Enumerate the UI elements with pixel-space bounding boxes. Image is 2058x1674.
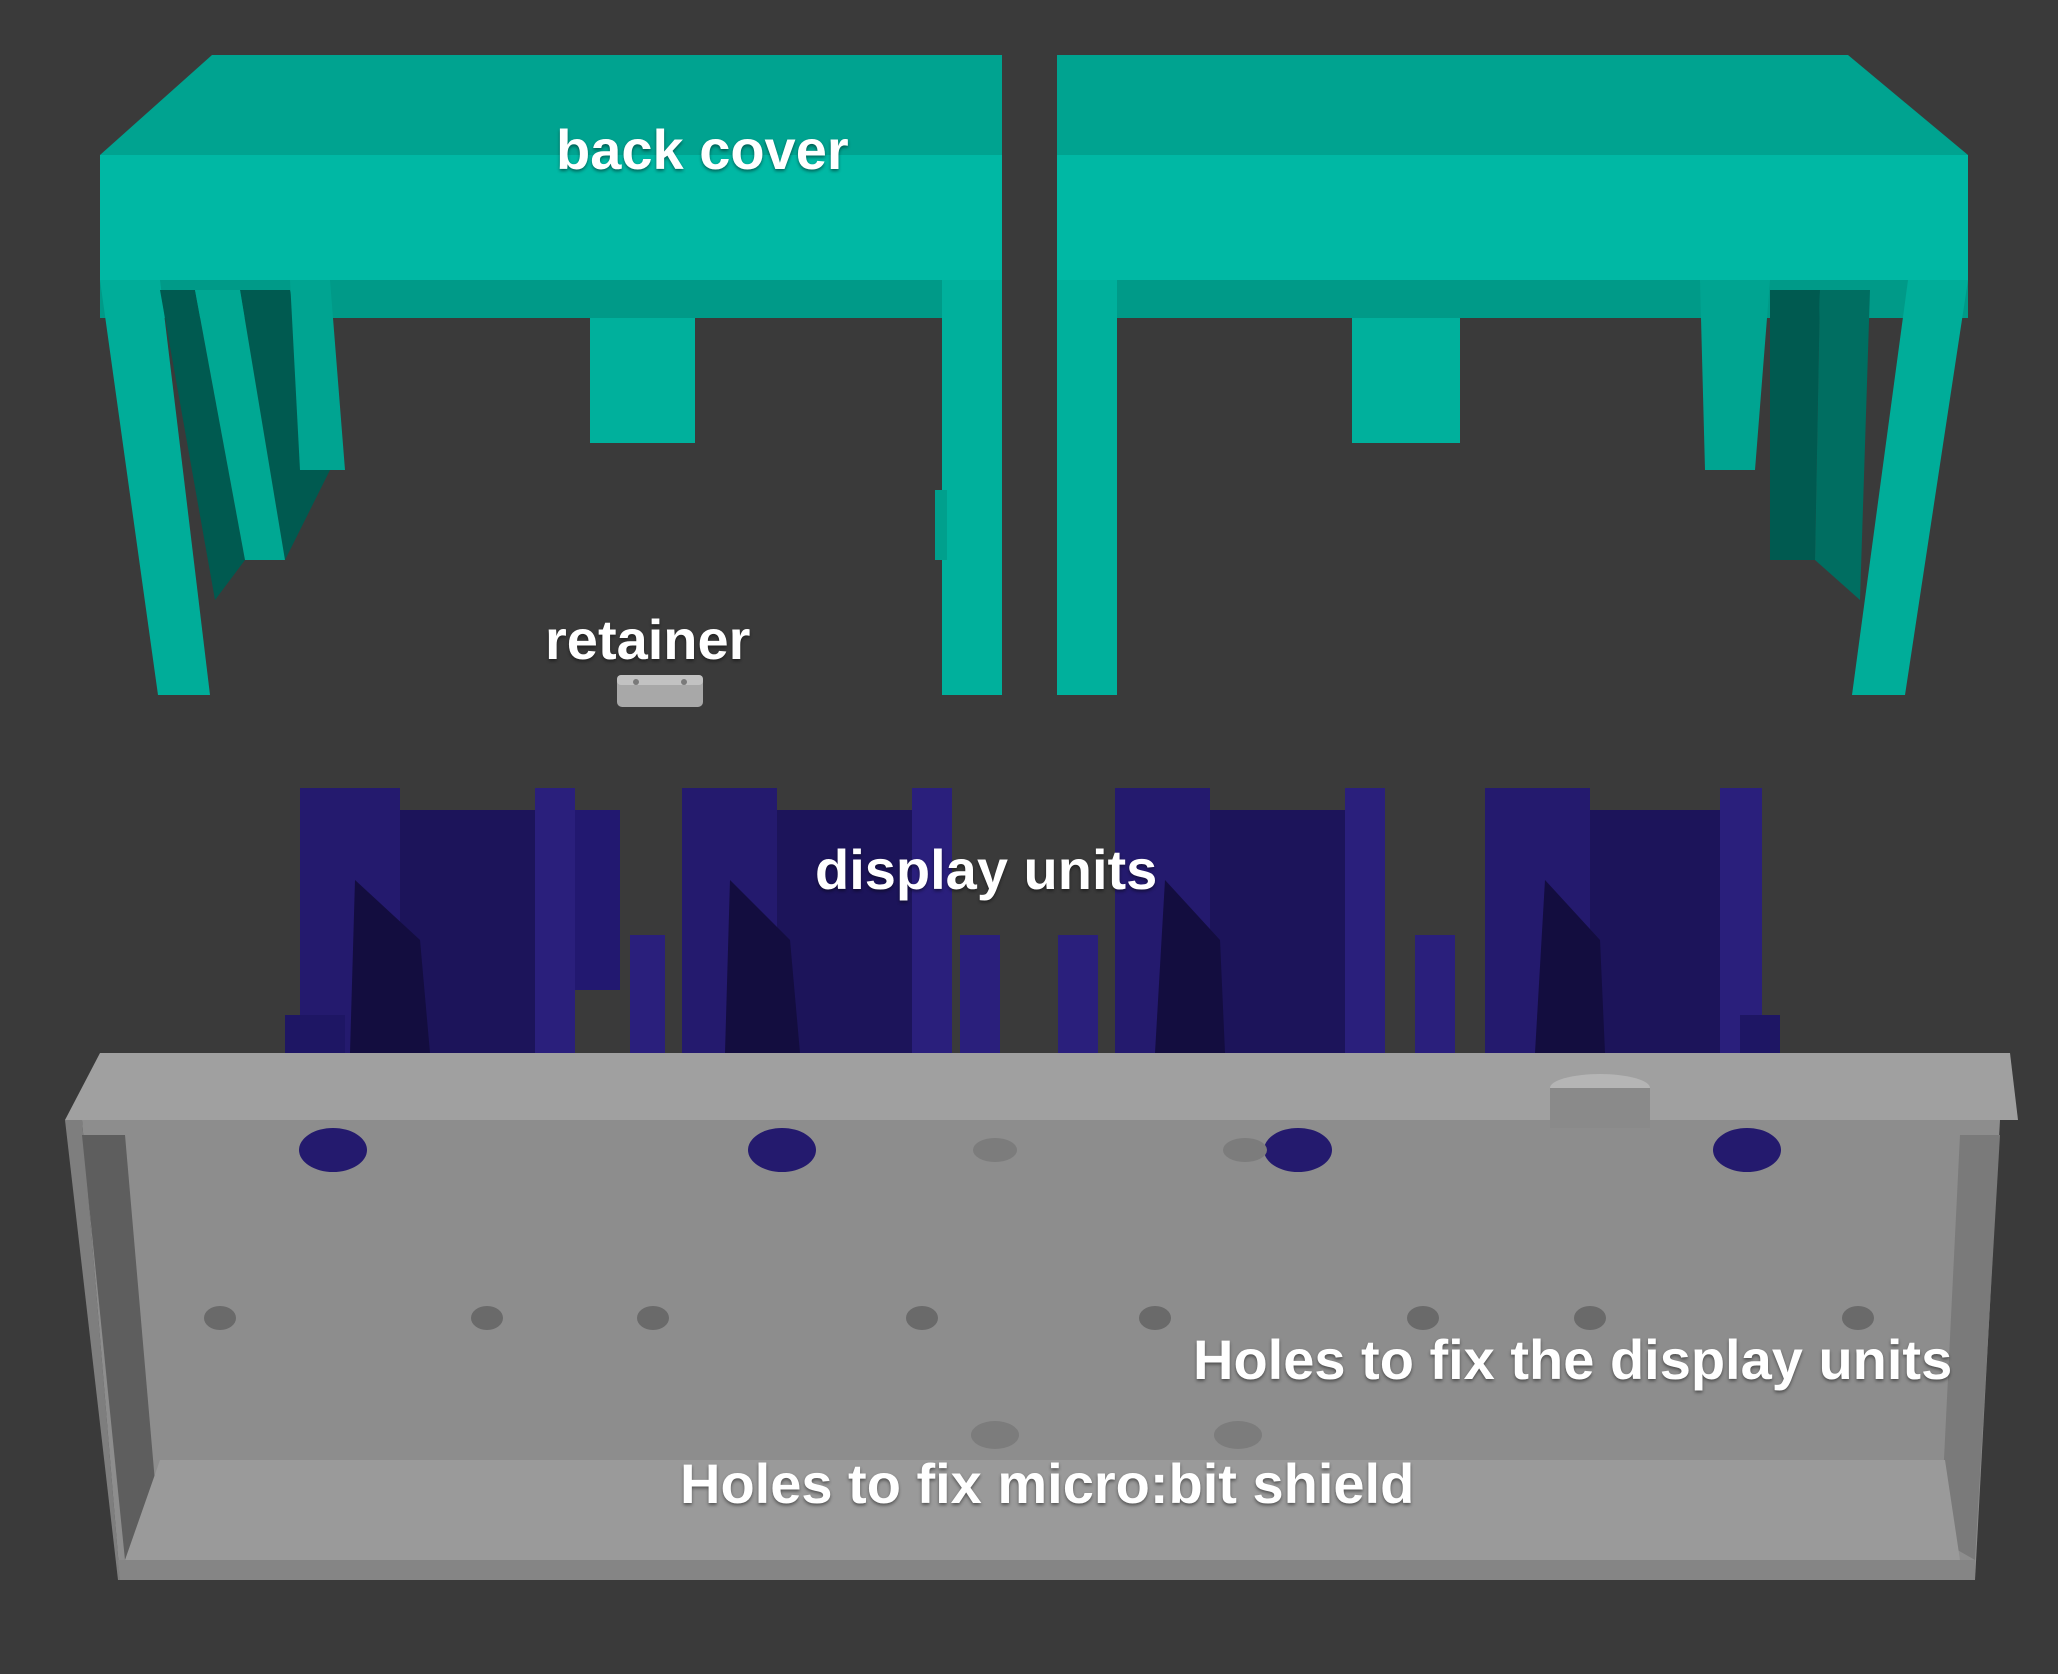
label-display-units: display units [815, 838, 1158, 901]
display-unit-screw-holes [204, 1306, 1874, 1330]
display-unit-1 [285, 788, 665, 1053]
label-back-cover: back cover [556, 118, 849, 181]
label-holes-display-units: Holes to fix the display units [1193, 1328, 1953, 1391]
microbit-shield-holes [971, 1421, 1262, 1449]
base-top-holes [299, 1128, 1781, 1172]
retainer-part [617, 675, 703, 707]
display-unit-3 [1058, 788, 1385, 1053]
back-cover-right [1057, 55, 1968, 695]
display-unit-4 [1415, 788, 1780, 1053]
label-holes-microbit: Holes to fix micro:bit shield [680, 1452, 1415, 1515]
back-cover-left [100, 55, 1002, 695]
label-retainer: retainer [545, 608, 751, 671]
base-box [65, 1053, 2018, 1580]
display-unit-2 [682, 788, 1000, 1053]
